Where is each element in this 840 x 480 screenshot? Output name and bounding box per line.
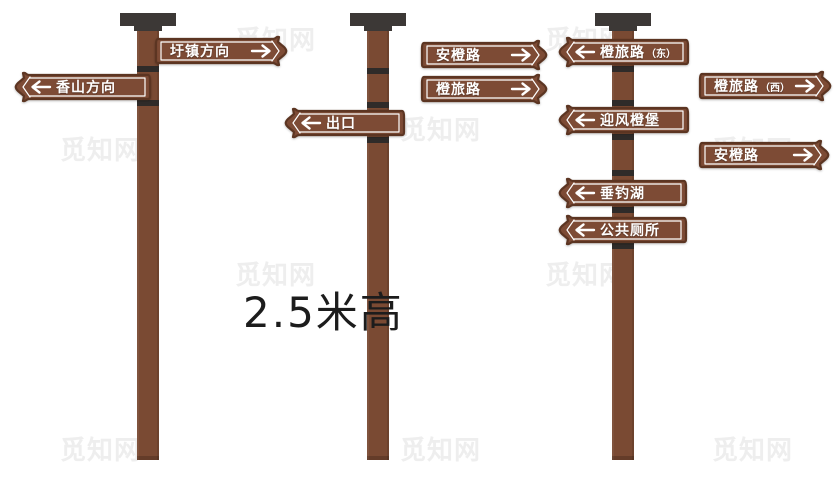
- direction-sign[interactable]: 安橙路: [420, 39, 548, 71]
- post-cap: [350, 13, 406, 26]
- post-joint: [612, 170, 634, 176]
- post-neck: [364, 26, 392, 31]
- post-joint: [612, 207, 634, 213]
- direction-sign[interactable]: 香山方向: [14, 71, 152, 103]
- post-joint: [612, 134, 634, 140]
- post-cap: [595, 13, 651, 26]
- post-body: [367, 27, 389, 460]
- post-joint: [612, 66, 634, 72]
- watermark-text: 觅知网: [712, 436, 794, 466]
- direction-sign[interactable]: 橙旅路（东）: [558, 36, 690, 68]
- post-neck: [134, 26, 162, 31]
- post-joint: [612, 100, 634, 106]
- direction-sign[interactable]: 安橙路: [698, 139, 830, 171]
- post-foot: [367, 456, 389, 460]
- post-joint: [137, 66, 159, 72]
- post-joint: [137, 100, 159, 106]
- post-neck: [609, 26, 637, 31]
- post-foot: [137, 456, 159, 460]
- direction-sign[interactable]: 橙旅路: [420, 73, 548, 105]
- direction-sign[interactable]: 圩镇方向: [154, 35, 288, 67]
- post-foot: [612, 456, 634, 460]
- watermark-text: 觅知网: [400, 116, 482, 146]
- direction-sign[interactable]: 出口: [284, 107, 406, 139]
- post-joint: [367, 137, 389, 143]
- post-body: [137, 27, 159, 460]
- direction-sign[interactable]: 垂钓湖: [558, 177, 688, 209]
- post-cap: [120, 13, 176, 26]
- post-joint: [612, 243, 634, 249]
- direction-sign[interactable]: 橙旅路（西）: [698, 70, 832, 102]
- direction-sign[interactable]: 迎风橙堡: [558, 104, 690, 136]
- direction-sign[interactable]: 公共厕所: [558, 214, 688, 246]
- watermark-text: 觅知网: [60, 436, 142, 466]
- watermark-text: 觅知网: [400, 436, 482, 466]
- post-joint: [367, 68, 389, 74]
- height-caption: 2.5米高: [243, 288, 404, 337]
- post-joint: [367, 102, 389, 108]
- watermark-text: 觅知网: [60, 136, 142, 166]
